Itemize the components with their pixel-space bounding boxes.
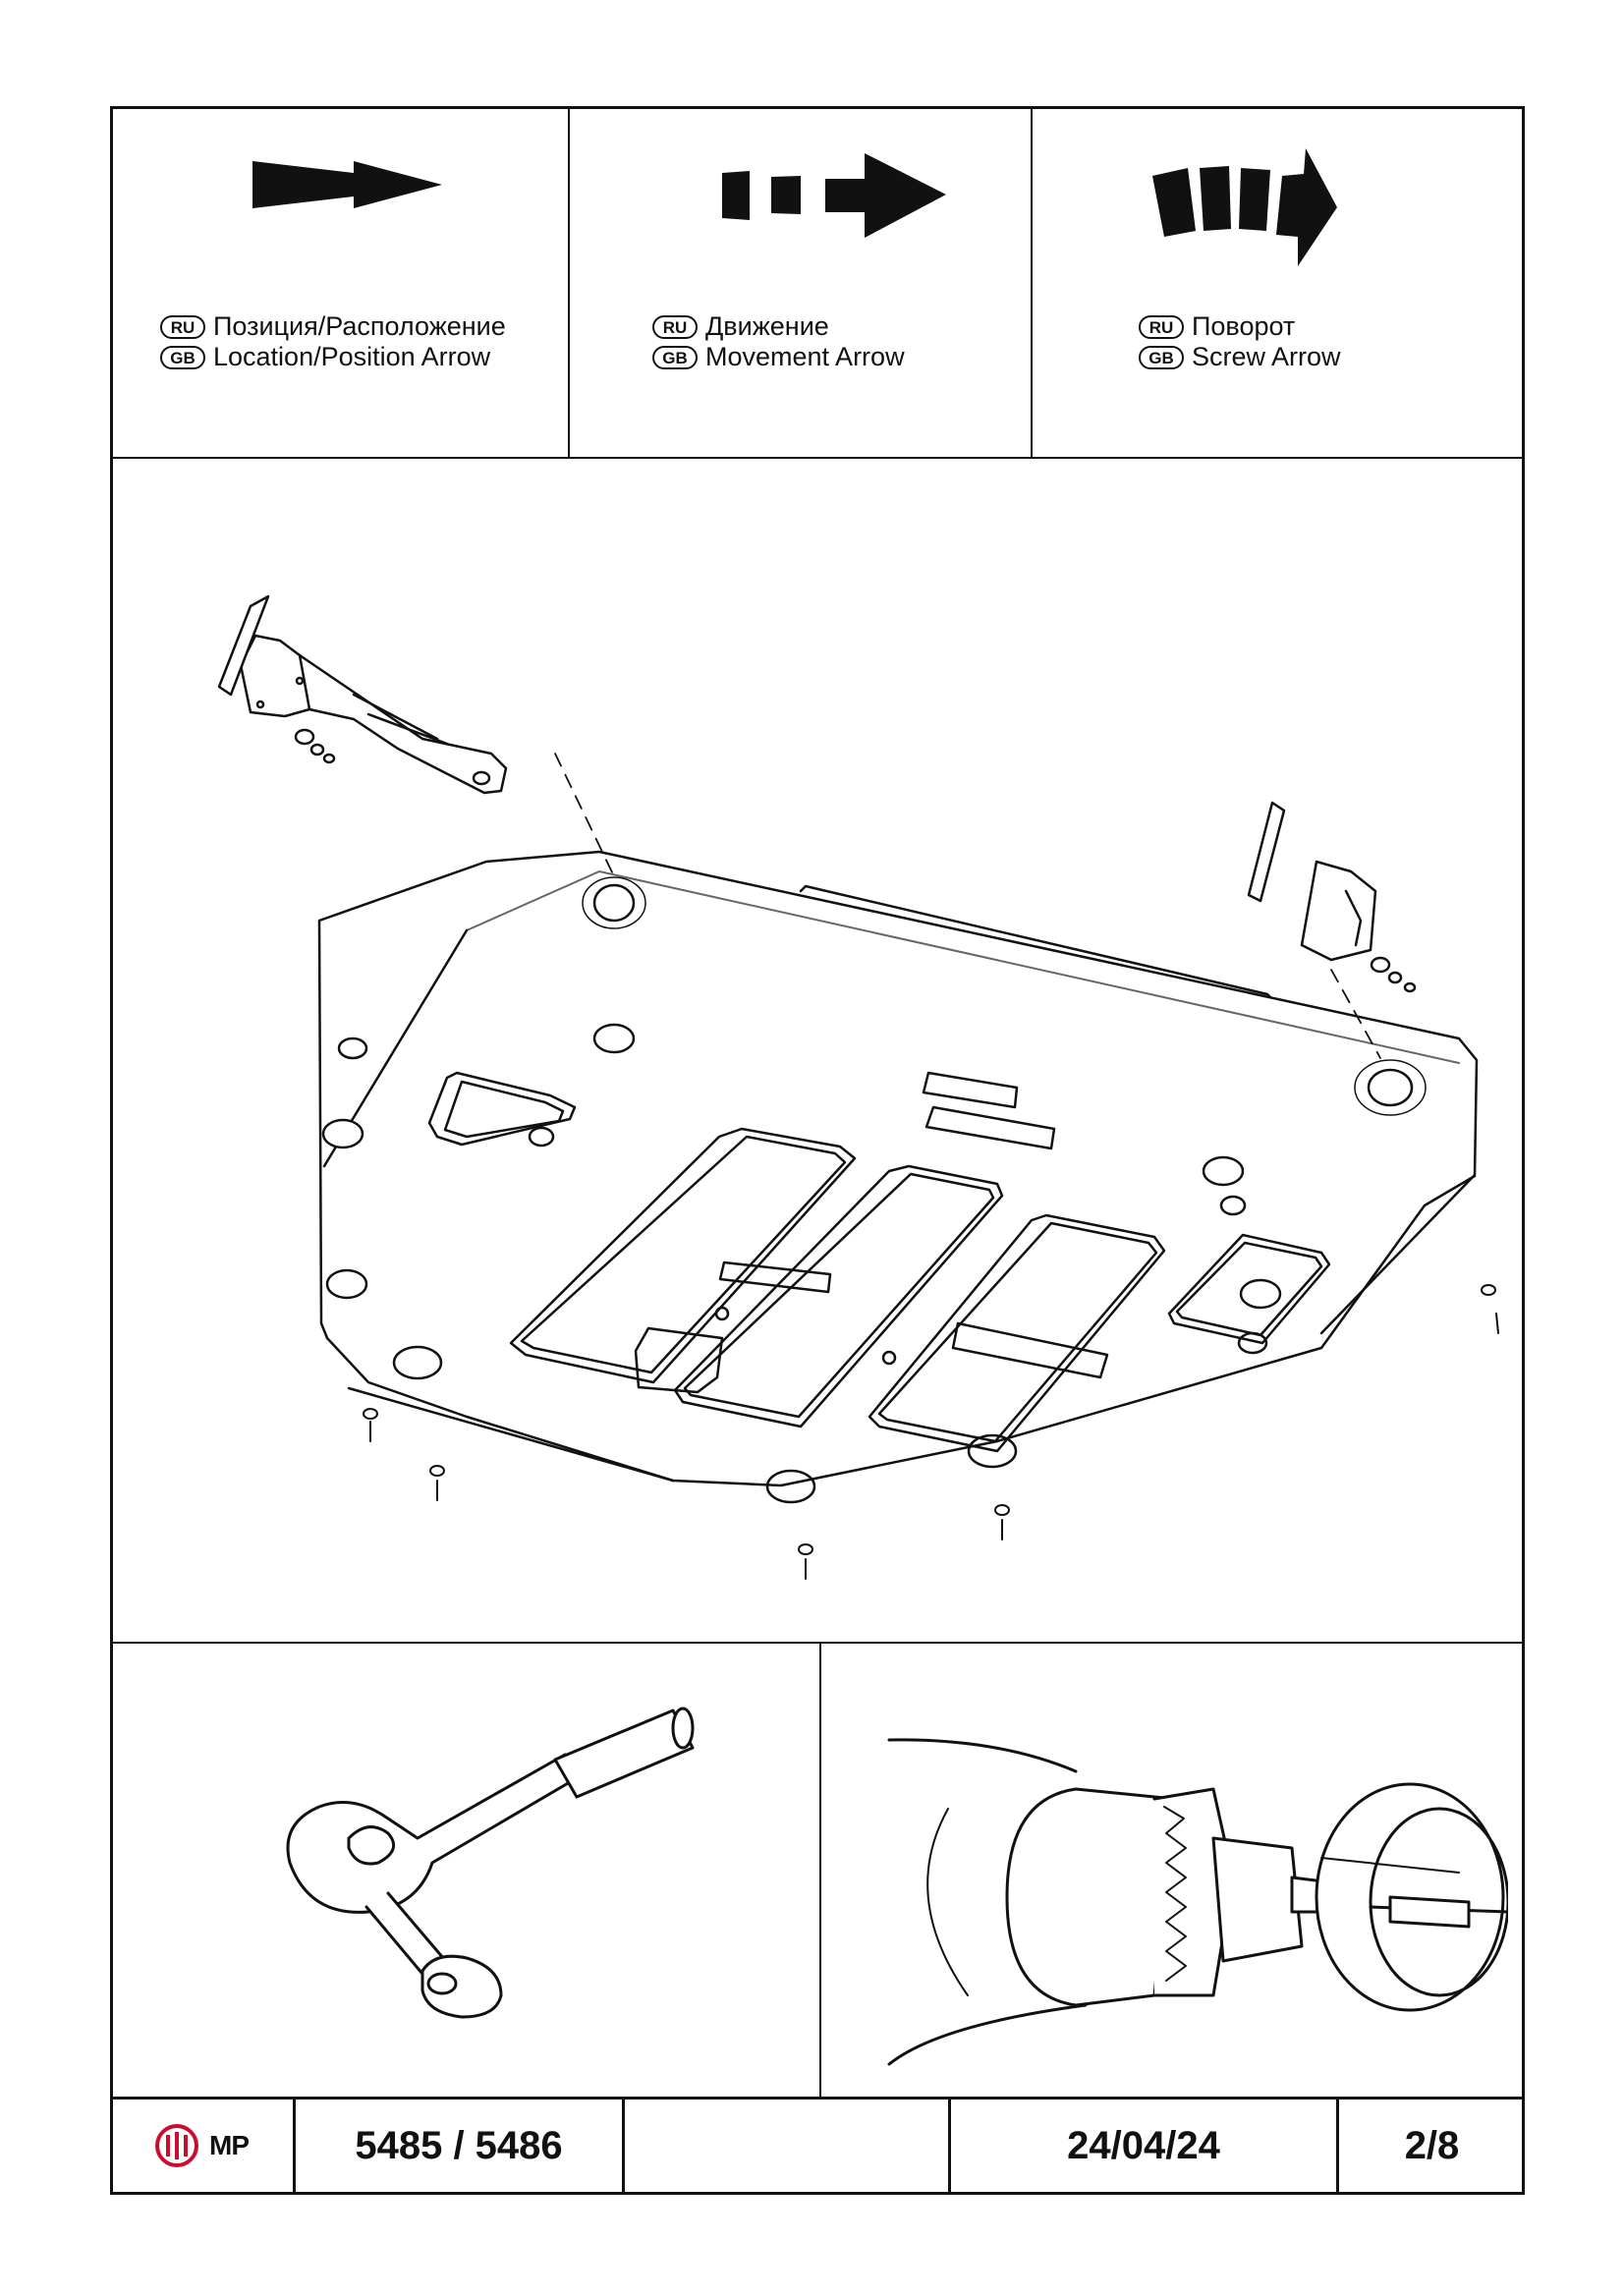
legend-movement: RU Движение GB Movement Arrow: [570, 109, 1031, 459]
page-number-cell: 2/8: [1339, 2097, 1525, 2195]
legend-col-divider-2: [1031, 109, 1033, 459]
legend-screw: RU Поворот GB Screw Arrow: [1033, 109, 1524, 459]
legend-gb-text: Movement Arrow: [705, 342, 905, 371]
tools-col-divider: [819, 1643, 821, 2098]
revision-date: 24/04/24: [1067, 2123, 1220, 2167]
screw-arrow-icon: [1152, 148, 1337, 266]
page-frame: RU Позиция/Расположение GB Location/Posi…: [110, 106, 1525, 2195]
ru-badge: RU: [652, 314, 698, 339]
movement-arrow-icon: [722, 153, 946, 238]
part-numbers: 5485 / 5486: [355, 2123, 563, 2167]
tools-divider: [113, 1642, 1522, 1644]
ru-badge: RU: [160, 314, 205, 339]
ratchet-wrench-icon: [286, 1707, 695, 2019]
logo-cell: MP: [110, 2097, 296, 2195]
title-block: MP 5485 / 5486 24/04/24 2/8: [110, 2097, 1525, 2195]
date-cell: 24/04/24: [951, 2097, 1339, 2195]
legend-ru-text: Поворот: [1192, 311, 1296, 341]
page-number: 2/8: [1404, 2123, 1460, 2167]
brand-logo-icon: [155, 2124, 198, 2167]
skid-plate-assembly-drawing: [217, 594, 1499, 1580]
legend-ru-text: Позиция/Расположение: [213, 311, 506, 341]
legend-gb-text: Screw Arrow: [1192, 342, 1341, 371]
legend-gb-text: Location/Position Arrow: [213, 342, 491, 371]
legend-divider: [113, 457, 1522, 459]
part-numbers-cell: 5485 / 5486: [296, 2097, 625, 2195]
gb-badge: GB: [1139, 345, 1184, 369]
brand-logo-text: MP: [209, 2130, 250, 2160]
location-arrow-icon: [252, 161, 442, 208]
drill-hole-saw-icon: [887, 1738, 1508, 2066]
ru-badge: RU: [1139, 314, 1184, 339]
legend-ru-text: Движение: [705, 311, 829, 341]
gb-badge: GB: [160, 345, 205, 369]
legend-col-divider-1: [568, 109, 570, 459]
gb-badge: GB: [652, 345, 698, 369]
legend-location: RU Позиция/Расположение GB Location/Posi…: [113, 109, 568, 459]
blank-cell: [625, 2097, 951, 2195]
